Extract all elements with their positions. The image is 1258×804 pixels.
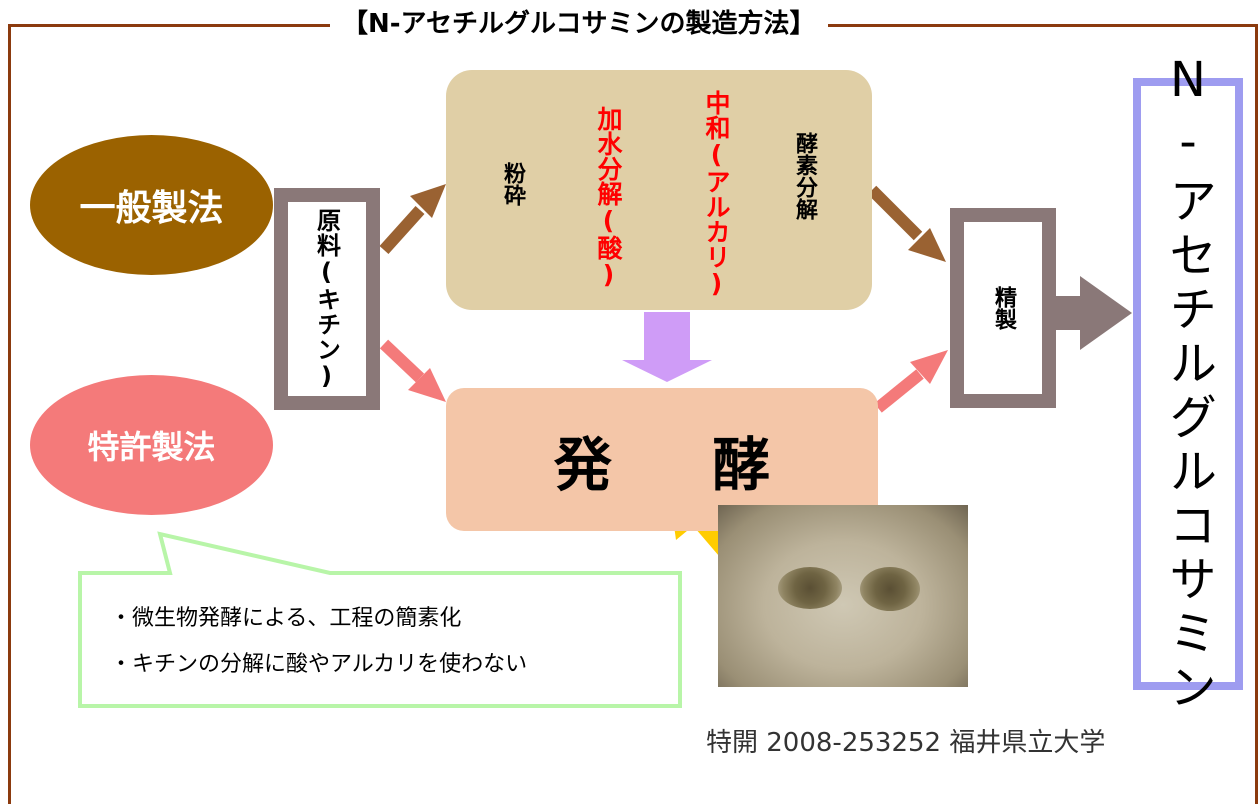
arrow-process-to-refine	[867, 185, 946, 262]
colony-right	[860, 567, 920, 611]
step-enzymatic: 酵素分解	[792, 132, 817, 220]
patent-method-oval: 特許製法	[30, 375, 273, 515]
arrow-raw-to-ferment	[379, 339, 446, 402]
arrow-refine-to-product	[1056, 276, 1132, 350]
general-method-oval: 一般製法	[30, 135, 273, 275]
step-neutralization: 中和(アルカリ)	[702, 90, 731, 298]
callout-line-1: ・微生物発酵による、工程の簡素化	[110, 606, 462, 631]
arrow-raw-to-process	[379, 184, 446, 255]
refining-label: 精製	[991, 286, 1016, 330]
fermentation-block: 発 酵	[446, 388, 878, 531]
culture-plate-photo	[718, 505, 968, 687]
patent-method-label: 特許製法	[87, 428, 216, 466]
patent-citation: 特開 2008-253252 福井県立大学	[706, 728, 1106, 758]
raw-material-box: 原料(キチン)	[274, 188, 380, 410]
raw-material-label: 原料(キチン)	[312, 207, 341, 391]
callout: ・微生物発酵による、工程の簡素化 ・キチンの分解に酸やアルカリを使わない	[110, 596, 527, 688]
arrow-process-to-ferment	[622, 312, 712, 382]
fermentation-label: 発 酵	[553, 430, 811, 499]
arrow-ferment-to-refine	[874, 350, 948, 413]
colony-left	[778, 567, 842, 609]
product-label: N-アセチルグルコサミン	[1160, 52, 1216, 716]
refining-box: 精製	[950, 208, 1056, 408]
callout-shape	[78, 531, 682, 708]
step-grinding: 粉砕	[500, 162, 525, 206]
conventional-process-block: 粉砕 加水分解(酸) 中和(アルカリ) 酵素分解	[446, 70, 872, 310]
callout-line-2: ・キチンの分解に酸やアルカリを使わない	[110, 652, 528, 677]
step-hydrolysis: 加水分解(酸)	[594, 106, 623, 289]
product-box: N-アセチルグルコサミン	[1133, 52, 1243, 716]
general-method-label: 一般製法	[79, 188, 224, 229]
diagram-title: 【N-アセチルグルコサミンの製造方法】	[330, 6, 828, 42]
